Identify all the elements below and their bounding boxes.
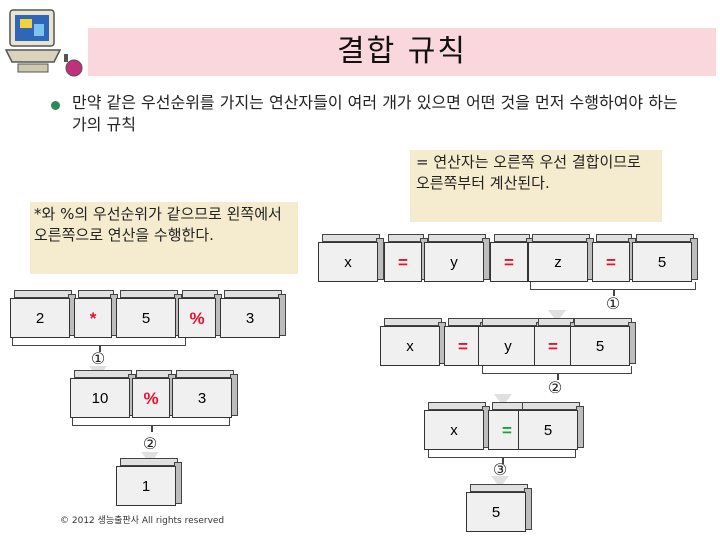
computer-icon [4,6,90,80]
bullet-text: 만약 같은 우선순위를 가지는 연산자들이 여러 개가 있으면 어떤 것을 먼저… [72,92,692,136]
operator-box: % [132,370,176,422]
copyright-footer: © 2012 생능출판사 All rights reserved [60,513,224,526]
operand-box: 2 [10,290,76,342]
operator-box: % [178,290,222,342]
operator-box: * [74,290,118,342]
note-right: = 연산자는 오른쪽 우선 결합이므로 오른쪽부터 계산된다. [410,150,662,222]
operand-box: 5 [570,318,636,370]
step-marker: ① [601,294,625,313]
operator-label: = [606,253,616,272]
group-brace [12,338,186,346]
operator-label: = [548,337,558,356]
group-brace [482,366,632,374]
operand-label: 10 [92,390,109,407]
operand-label: 3 [246,310,254,327]
operand-label: 5 [544,422,552,439]
result-label: 1 [142,478,150,495]
result-box: 5 [466,484,532,536]
note-left: *와 %의 우선순위가 같으므로 왼쪽에서 오른쪽으로 연산을 수행한다. [30,202,298,274]
operand-box: x [380,318,446,370]
group-brace [428,450,576,458]
operator-label: = [504,253,514,272]
operand-label: x [450,422,458,439]
operand-label: x [344,254,352,271]
operand-box: 5 [632,234,698,286]
operand-label: 5 [596,338,604,355]
operand-box: x [424,402,490,454]
step-marker: ② [138,434,162,453]
operand-label: y [504,338,512,355]
operator-label: % [189,309,204,328]
operand-label: 5 [658,254,666,271]
operand-box: 3 [172,370,238,422]
group-brace [72,418,230,426]
operand-box: 10 [70,370,136,422]
operand-box: 5 [518,402,584,454]
step-marker: ② [543,378,567,397]
operand-label: y [450,254,458,271]
operator-box: = [592,234,636,286]
operator-label: = [398,253,408,272]
operand-label: 2 [36,310,44,327]
operand-box: 3 [220,290,286,342]
result-box: 1 [116,458,182,510]
operand-box: z [528,234,594,286]
operand-label: z [554,254,562,271]
operator-label: = [502,421,512,440]
operator-label: % [143,389,158,408]
operator-box: = [384,234,428,286]
operand-label: 3 [198,390,206,407]
operator-label: = [458,337,468,356]
page-title: 결합 규칙 [88,28,716,76]
operand-label: x [406,338,414,355]
operand-box: x [318,234,384,286]
operand-label: 5 [142,310,150,327]
group-brace [530,282,696,290]
operator-label: * [90,309,97,328]
bullet-dot-icon [51,101,60,110]
result-label: 5 [492,504,500,521]
operand-box: 5 [116,290,182,342]
operand-box: y [424,234,490,286]
